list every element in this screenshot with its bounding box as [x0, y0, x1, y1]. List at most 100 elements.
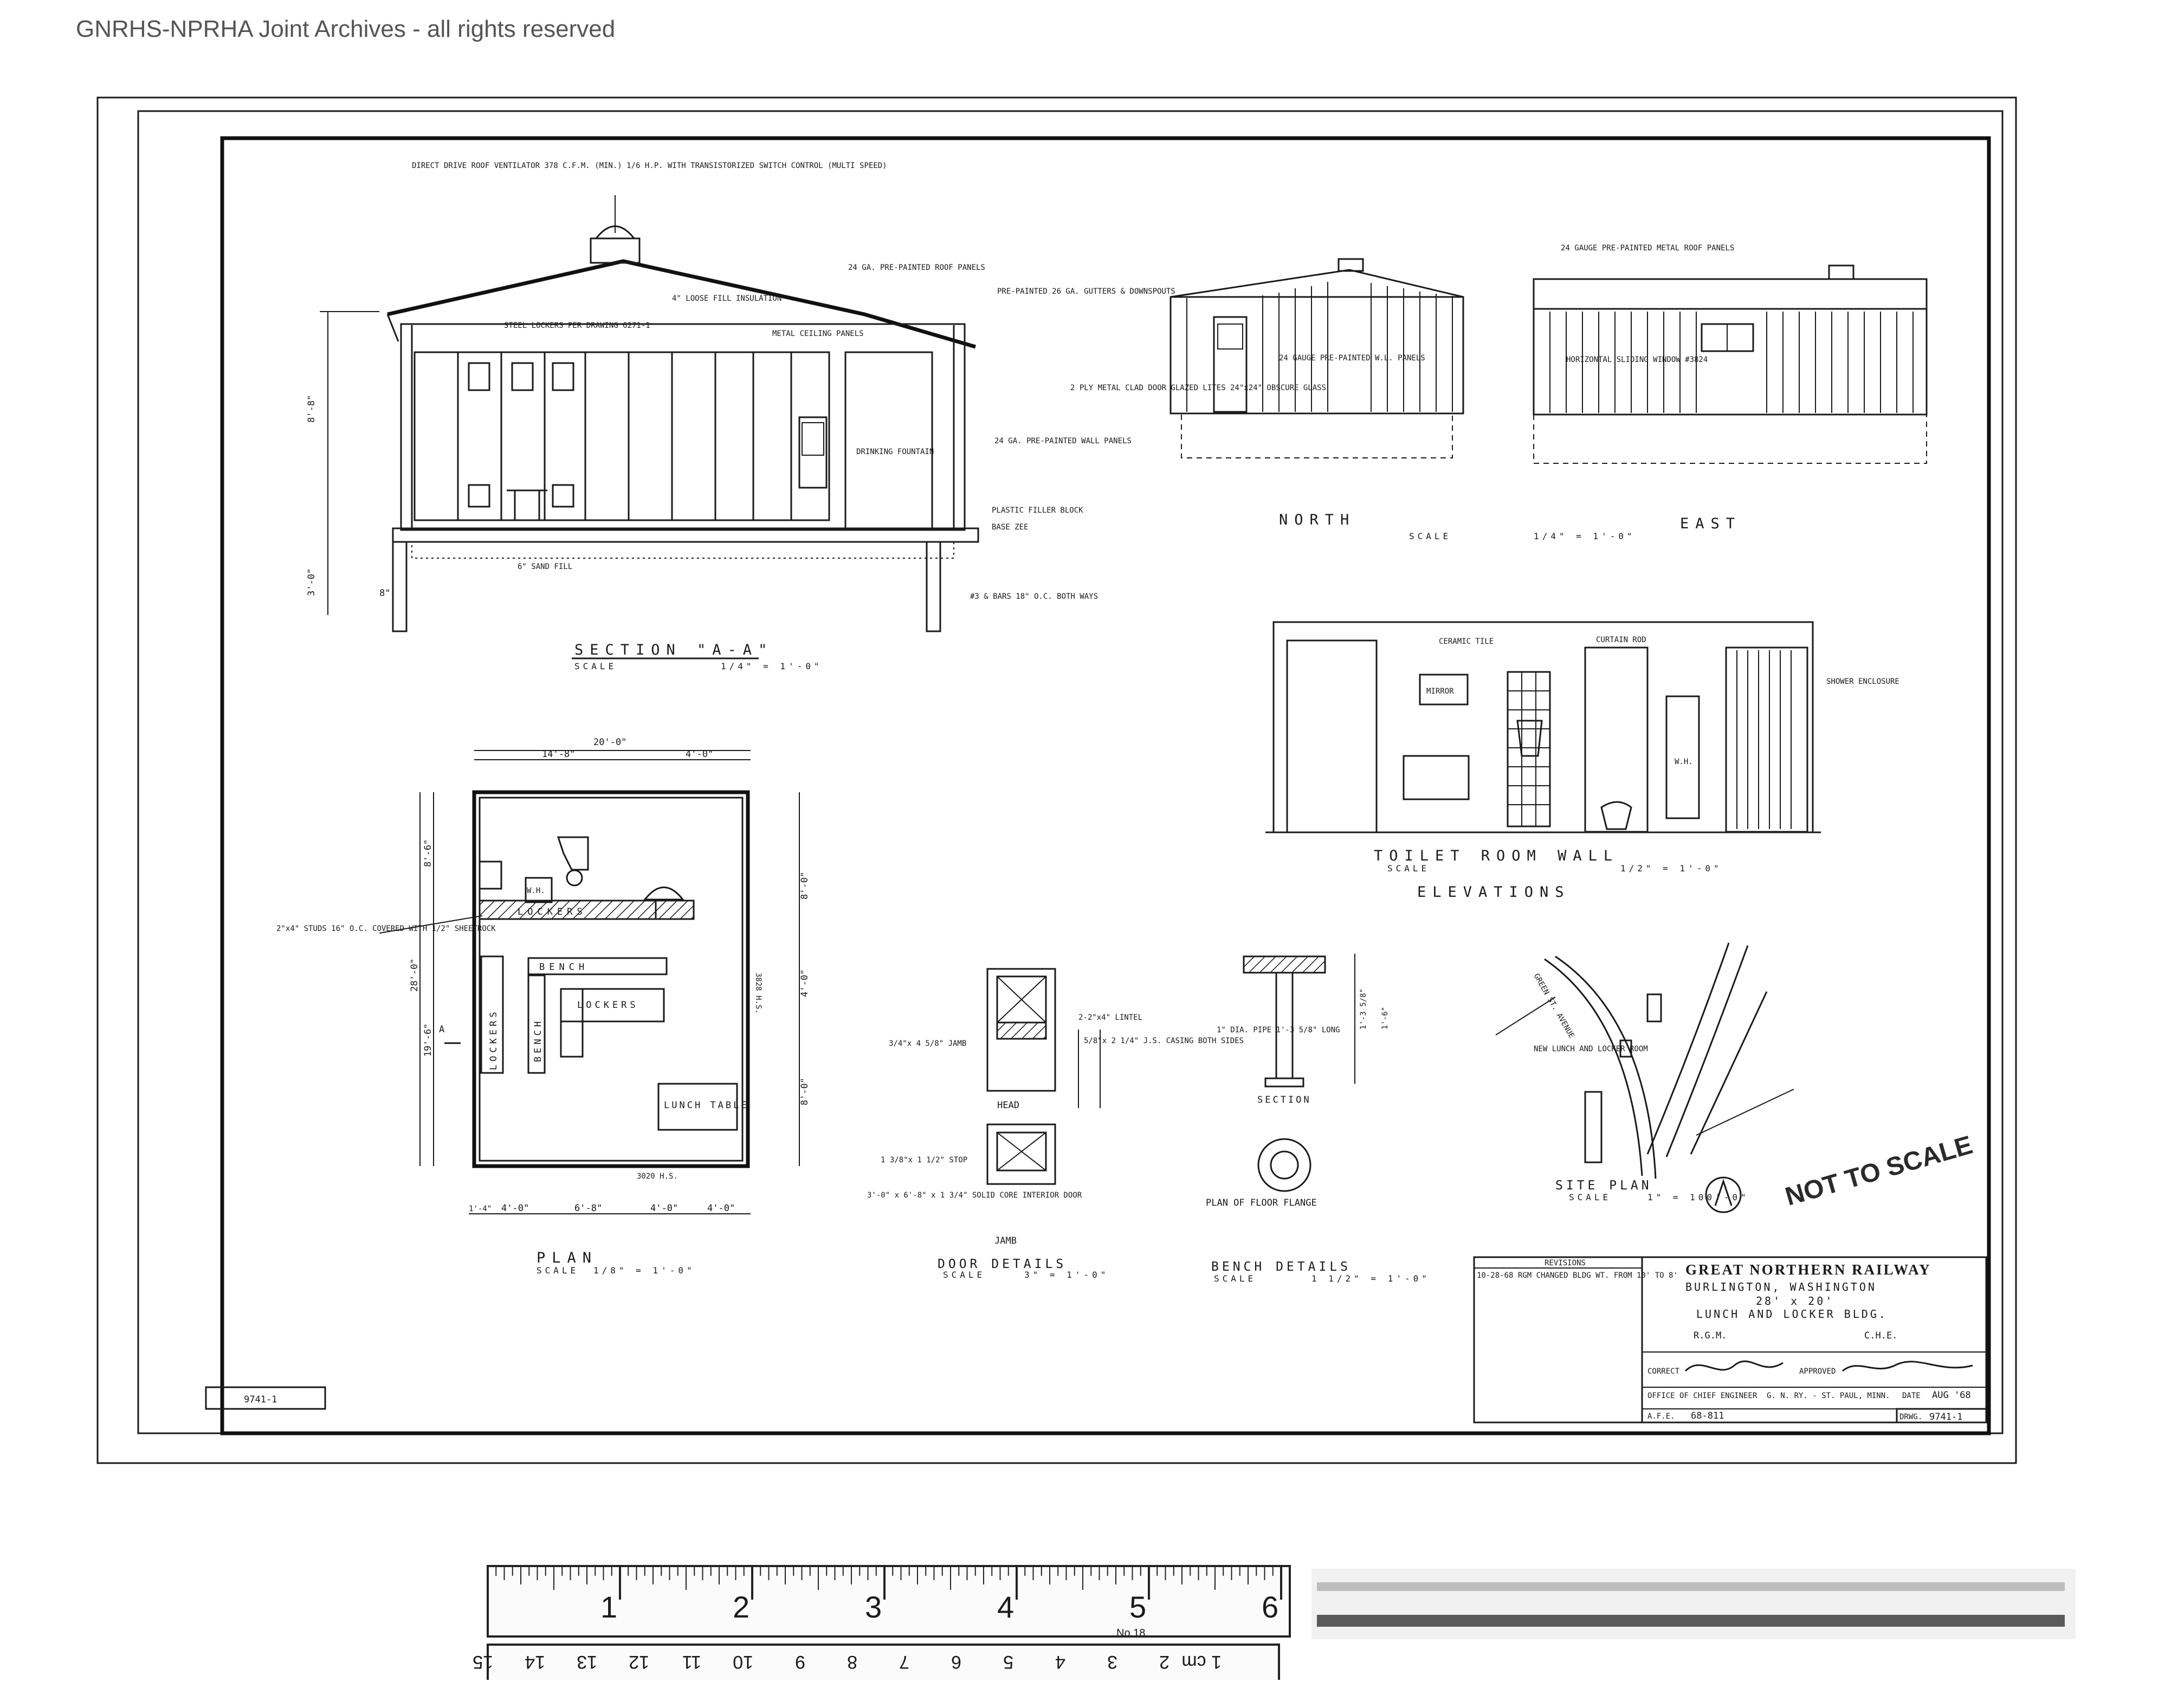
east-elevation: 24 GAUGE PRE-PAINTED METAL ROOF PANELS H… — [1533, 244, 1928, 464]
ruler-cm-label: 7 — [899, 1652, 909, 1672]
corner-drawing-box — [205, 1386, 326, 1410]
drawn-by: R.G.M. — [1694, 1330, 1727, 1341]
toilet-scale-label: SCALE — [1387, 863, 1430, 874]
bench-details: 1" DIA. PIPE 1'-3 5/8" LONG 1'-6" 1'-3 5… — [1206, 954, 1430, 1284]
note-base-zee: BASE ZEE — [992, 523, 1028, 532]
section-aa-scale: 1/4" = 1'-0" — [721, 661, 823, 671]
note-insulation: 4" LOOSE FILL INSULATION — [672, 294, 781, 303]
corner-drawing-number: 9741-1 — [244, 1394, 277, 1405]
toilet-room-title: TOILET ROOM WALL — [1374, 848, 1619, 864]
dim-bottom-1-4: 1'-4" — [469, 1205, 492, 1213]
afe-label: A.F.E. — [1647, 1412, 1675, 1421]
revision-note: 10-28-68 RGM CHANGED BLDG WT. FROM 10' T… — [1477, 1271, 1678, 1280]
dim-bottom-4-0a: 4'-0" — [501, 1203, 529, 1214]
note-gutters: PRE-PAINTED 26 GA. GUTTERS & DOWNSPOUTS — [997, 287, 1175, 296]
note-wl-panels: 24 GAUGE PRE-PAINTED W.L. PANELS — [1279, 354, 1425, 363]
plan-lockers-mid: LOCKERS — [577, 1000, 639, 1011]
plan-bench-vert: BENCH — [533, 1018, 544, 1062]
ruler-inch-1: 1 — [600, 1590, 617, 1624]
ruler-inch-5: 5 — [1129, 1590, 1146, 1624]
dim-14-8: 14'-8" — [542, 749, 575, 760]
ruler-cm-label: 8 — [847, 1652, 857, 1672]
wh-label: W.H. — [1675, 758, 1693, 766]
dim-footing: 3'-0" — [306, 568, 317, 596]
ruler-inch-2: 2 — [733, 1590, 749, 1624]
dim-bottom-6-8: 6'-8" — [574, 1203, 602, 1214]
ruler-cm-label: 10 — [733, 1652, 753, 1672]
note-filler-block: PLASTIC FILLER BLOCK — [992, 506, 1083, 515]
plan-lockers-top: LOCKERS — [518, 907, 587, 917]
note-door-glazed: 2 PLY METAL CLAD DOOR GLAZED LITES 24"x2… — [1070, 384, 1326, 392]
note-wall-panels: 24 GA. PRE-PAINTED WALL PANELS — [994, 437, 1132, 445]
drawing-border — [220, 136, 1991, 1435]
archive-watermark: GNRHS-NPRHA Joint Archives - all rights … — [76, 16, 615, 42]
smudged-caption — [1311, 1569, 2076, 1639]
dim-bottom-4-0b: 4'-0" — [650, 1203, 678, 1214]
plan-wh-label: W.H. — [527, 887, 545, 895]
company-name: GREAT NORTHERN RAILWAY — [1685, 1262, 1931, 1278]
revisions-header: REVISIONS — [1545, 1259, 1586, 1267]
not-to-scale-stamp: NOT TO SCALE — [1782, 1130, 1975, 1211]
note-lintel: 2-2"x4" LINTEL — [1078, 1013, 1142, 1022]
dim-width: 20'-0" — [593, 737, 626, 748]
door-head-label: HEAD — [997, 1100, 1019, 1111]
office-place: G. N. RY. - ST. PAUL, MINN. — [1767, 1392, 1890, 1400]
ruler-cm-label: 15 — [473, 1652, 493, 1672]
dim-bottom-4-0c: 4'-0" — [707, 1203, 735, 1214]
note-curtain-rod: CURTAIN ROD — [1596, 636, 1646, 644]
note-sand-fill: 6" SAND FILL — [518, 562, 572, 571]
east-label: EAST — [1680, 515, 1741, 532]
approved-signature — [1842, 1361, 1973, 1372]
note-jamb: 3/4"x 4 5/8" JAMB — [889, 1039, 966, 1048]
correct-label: CORRECT — [1647, 1367, 1680, 1376]
dim-length: 28'-0" — [409, 959, 420, 992]
door-details: 2-2"x4" LINTEL 5/8"x 2 1/4" J.S. CASING … — [867, 968, 1244, 1280]
ruler: 1 2 3 4 5 6 No.18 1 cm234567891011121314… — [473, 1565, 1291, 1682]
section-aa-title: SECTION "A-A" — [574, 642, 773, 658]
note-roof-panels: 24 GA. PRE-PAINTED ROOF PANELS — [848, 263, 985, 272]
ruler-cm-label: 5 — [1003, 1652, 1013, 1672]
bench-scale: 1 1/2" = 1'-0" — [1311, 1273, 1430, 1284]
dim-8-6: 8'-6" — [423, 839, 434, 867]
ruler-cm-label: 1 cm — [1181, 1652, 1222, 1672]
toilet-scale: 1/2" = 1'-0" — [1620, 863, 1722, 874]
location: BURLINGTON, WASHINGTON — [1685, 1280, 1877, 1293]
dim-base: 8" — [379, 588, 390, 599]
outer-border — [96, 96, 2017, 1464]
ruler-cm-label: 2 — [1159, 1652, 1169, 1672]
north-elevation: 2 PLY METAL CLAD DOOR GLAZED LITES 24"x2… — [1070, 258, 1464, 458]
section-aa: 8'-8" 3'-0" 8" DIRECT DRIVE ROOF VENTILA… — [306, 161, 1175, 671]
note-casing: 5/8"x 2 1/4" J.S. CASING BOTH SIDES — [1084, 1037, 1244, 1045]
ruler-cm-label: 3 — [1107, 1652, 1117, 1672]
dim-right-8-0b: 8'-0" — [799, 1078, 810, 1105]
site-scale: 1" = 100'-0" — [1647, 1192, 1749, 1202]
ruler-cm-label: 13 — [577, 1652, 597, 1672]
ruler-inch-3: 3 — [865, 1590, 882, 1624]
north-label: NORTH — [1279, 512, 1355, 528]
ruler-cm-label: 12 — [629, 1652, 649, 1672]
section-cut-a: A — [439, 1024, 444, 1035]
note-stop: 1 3/8"x 1 1/2" STOP — [881, 1156, 967, 1165]
elevations-title: ELEVATIONS — [1417, 884, 1571, 901]
site-scale-label: SCALE — [1569, 1192, 1611, 1202]
bench-section-label: SECTION — [1257, 1095, 1311, 1105]
plan-lunch-table: LUNCH TABLE — [664, 1100, 749, 1111]
dim-4-0-top: 4'-0" — [686, 749, 713, 760]
site-plan-title: SITE PLAN — [1555, 1179, 1652, 1193]
note-shower: SHOWER ENCLOSURE — [1826, 677, 1899, 686]
mirror-label: MIRROR — [1426, 687, 1454, 696]
bldg-description: LUNCH AND LOCKER BLDG. — [1696, 1308, 1888, 1321]
plan-title: PLAN — [537, 1250, 598, 1266]
note-pipe: 1" DIA. PIPE 1'-3 5/8" LONG — [1217, 1026, 1340, 1034]
door-details-title: DOOR DETAILS — [938, 1257, 1067, 1271]
dim-right-8-0: 8'-0" — [799, 872, 810, 900]
correct-signature — [1684, 1360, 1784, 1372]
bench-dim-height: 1'-6" — [1381, 1007, 1390, 1030]
site-note-new-building: NEW LUNCH AND LOCKER ROOM — [1534, 1045, 1648, 1053]
drwg-label: DRWG. — [1899, 1413, 1922, 1421]
afe-number: 68-811 — [1691, 1411, 1724, 1421]
note-ceiling: METAL CEILING PANELS — [772, 329, 864, 338]
dim-wall-height: 8'-8" — [306, 395, 317, 423]
ruler-cm-label: 4 — [1055, 1652, 1065, 1672]
